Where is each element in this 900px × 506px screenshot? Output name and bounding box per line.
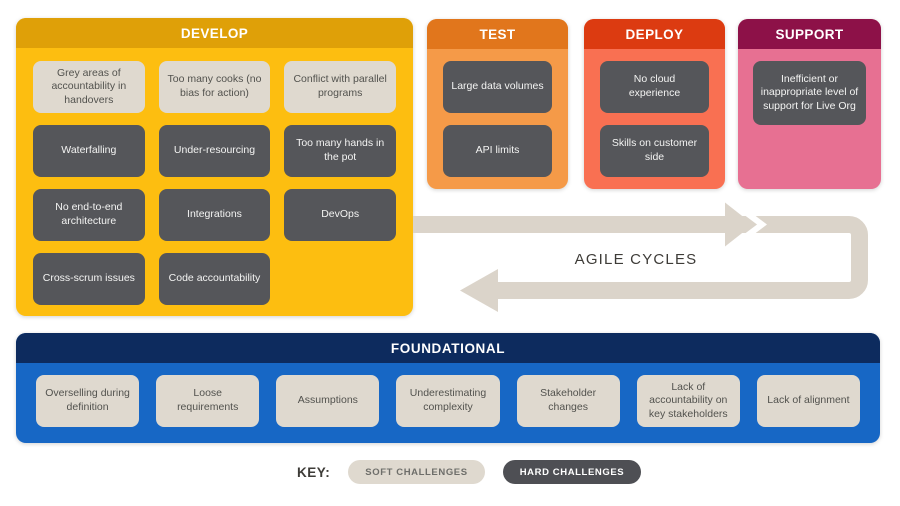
agile-cycles-label: AGILE CYCLES (575, 251, 698, 268)
challenge-card-label: Overselling during definition (45, 387, 130, 413)
challenge-card-label: Assumptions (297, 394, 358, 407)
challenge-card-label: Skills on customer side (611, 137, 698, 163)
challenge-card-soft: Underestimating complexity (396, 375, 500, 427)
challenge-card-label: DevOps (321, 208, 360, 221)
challenge-card-label: Inefficient or inappropriate level of su… (760, 72, 859, 112)
challenge-card-hard: API limits (443, 125, 552, 177)
arrow-chevron-gap (732, 201, 767, 248)
legend-hard-challenges: HARD CHALLENGES (502, 460, 642, 484)
panel-support-title: SUPPORT (775, 26, 844, 42)
challenge-card-soft: Conflict with parallel programs (284, 61, 396, 113)
challenge-card-label: Lack of accountability on key stakeholde… (648, 380, 728, 420)
legend-soft-challenges: SOFT CHALLENGES (348, 460, 485, 484)
panel-support: SUPPORT Inefficient or inappropriate lev… (738, 19, 881, 189)
panel-develop-title: DEVELOP (180, 25, 249, 41)
challenge-card-label: Code accountability (168, 272, 261, 285)
challenge-card-label: Conflict with parallel programs (293, 73, 387, 99)
challenge-card-soft: Too many cooks (no bias for action) (158, 61, 271, 113)
panel-develop: DEVELOP Grey areas of accountability in … (16, 18, 413, 316)
challenge-card-hard: No end-to-end architecture (33, 189, 145, 241)
panel-foundational: FOUNDATIONAL Overselling during definiti… (16, 333, 880, 443)
challenge-card-soft: Lack of alignment (756, 375, 860, 427)
challenge-card-label: Too many cooks (no bias for action) (167, 73, 262, 99)
challenge-card-soft: Loose requirements (156, 375, 260, 427)
panel-support-header: SUPPORT (738, 19, 881, 49)
legend: KEY: SOFT CHALLENGES HARD CHALLENGES (297, 460, 642, 484)
challenge-card-label: Underestimating complexity (409, 387, 487, 413)
challenge-card-hard: Integrations (158, 189, 271, 241)
challenge-card-label: Cross-scrum issues (42, 272, 135, 285)
panel-develop-body: Grey areas of accountability in handover… (16, 48, 413, 316)
challenge-card-soft: Overselling during definition (36, 375, 140, 427)
challenge-card-label: Stakeholder changes (540, 387, 597, 413)
panel-foundational-body: Overselling during definition Loose requi… (16, 363, 880, 439)
challenge-card-label: Integrations (187, 208, 242, 221)
panel-foundational-header: FOUNDATIONAL (16, 333, 880, 363)
challenge-card-hard: Cross-scrum issues (33, 253, 145, 305)
challenge-card-hard: Too many hands in the pot (284, 125, 396, 177)
challenge-card-soft: Stakeholder changes (516, 375, 620, 427)
challenge-card-label: No end-to-end architecture (55, 201, 123, 227)
panel-foundational-title: FOUNDATIONAL (390, 340, 506, 356)
challenge-card-hard: No cloud experience (600, 61, 709, 113)
panel-deploy-header: DEPLOY (584, 19, 725, 49)
arrowhead-left-icon (460, 269, 498, 312)
agile-loop-band (498, 216, 868, 299)
challenge-card-label: Loose requirements (177, 387, 239, 413)
arrowhead-right-icon (725, 202, 753, 247)
challenge-card-label: Grey areas of accountability in handover… (51, 66, 127, 106)
challenge-card-hard: Large data volumes (443, 61, 552, 113)
panel-develop-header: DEVELOP (16, 18, 413, 48)
challenge-card-hard: Code accountability (158, 253, 271, 305)
challenge-card-label: API limits (475, 144, 520, 157)
challenge-card-hard: DevOps (284, 189, 396, 241)
challenge-card-label: Waterfalling (61, 144, 117, 157)
challenge-card-hard: Under-resourcing (158, 125, 271, 177)
panel-test-header: TEST (427, 19, 568, 49)
challenge-card-soft: Assumptions (276, 375, 380, 427)
panel-support-body: Inefficient or inappropriate level of su… (738, 49, 881, 137)
challenge-card-label: Under-resourcing (173, 144, 256, 157)
challenge-card-hard: Waterfalling (33, 125, 145, 177)
legend-title: KEY: (297, 464, 331, 480)
panel-deploy-title: DEPLOY (625, 26, 684, 42)
challenge-card-label: No cloud experience (628, 73, 681, 99)
agile-cycles-arrow: AGILE CYCLES (413, 201, 868, 312)
challenge-card-label: Too many hands in the pot (296, 137, 385, 163)
challenge-card-hard: Inefficient or inappropriate level of su… (753, 61, 866, 125)
challenge-card-soft: Lack of accountability on key stakeholde… (636, 375, 740, 427)
challenge-card-label: Large data volumes (451, 80, 544, 93)
challenge-card-label: Lack of alignment (767, 394, 850, 407)
challenge-card-soft: Grey areas of accountability in handover… (33, 61, 145, 113)
challenge-card-hard: Skills on customer side (600, 125, 709, 177)
panel-test-title: TEST (479, 26, 516, 42)
